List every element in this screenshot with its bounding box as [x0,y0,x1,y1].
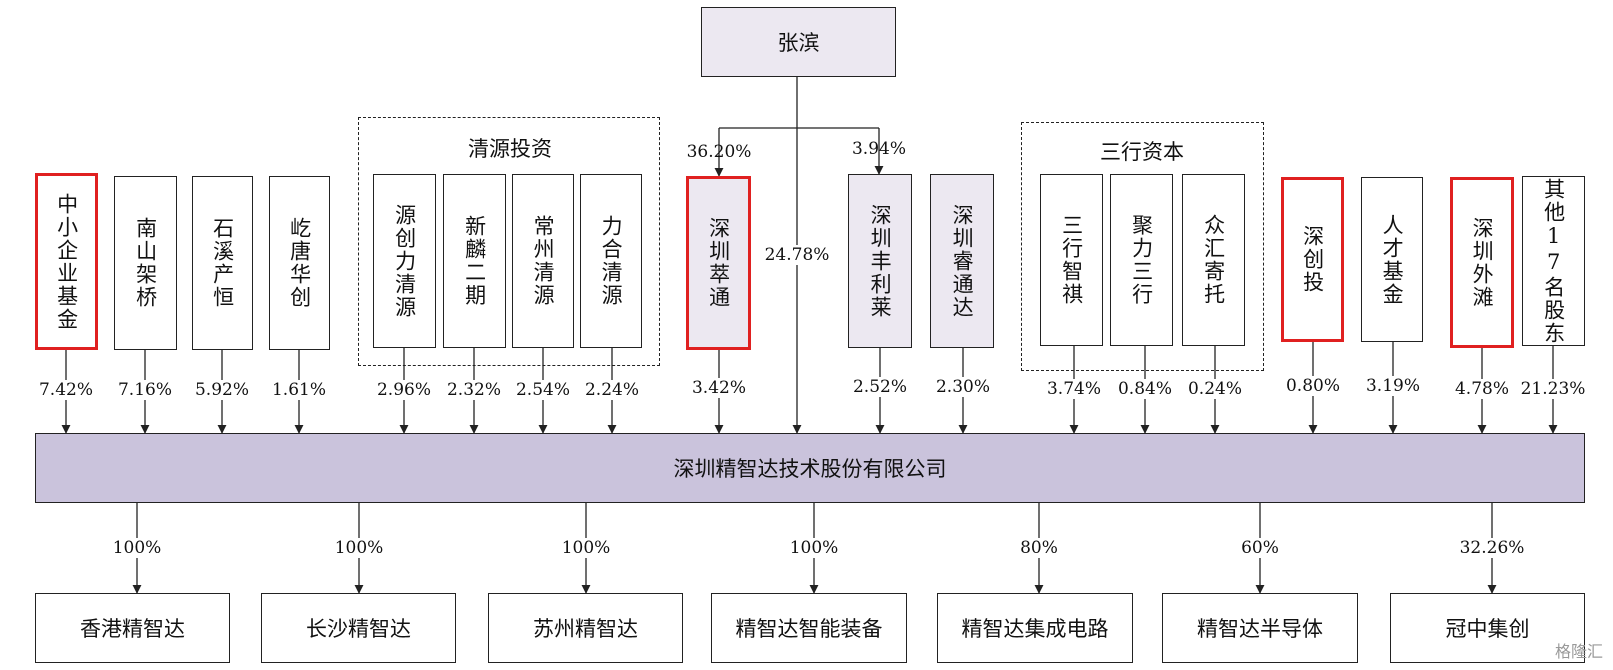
shareholder-name: 其他17名股东 [1541,177,1566,345]
shareholder-box: 众汇寄托 [1182,174,1245,346]
shareholder-name: 石溪产恒 [210,217,235,309]
subsidiary-pct: 60% [1240,538,1280,558]
shareholder-name: 力合清源 [599,215,624,307]
main-company-label: 深圳精智达技术股份有限公司 [673,457,947,481]
subsidiary-name: 香港精智达 [80,617,185,641]
shareholder-pct: 0.24% [1186,379,1244,399]
shareholder-name: 源创力清源 [392,203,417,319]
zhangbin-direct-pct: 24.78% [763,245,831,265]
subsidiary-box: 精智达半导体 [1162,593,1358,663]
shareholder-box: 聚力三行 [1110,174,1173,346]
subsidiary-pct: 100% [333,538,385,558]
subsidiary-pct: 100% [560,538,612,558]
group-qingyuan-label: 清源投资 [462,133,558,163]
shareholder-pct: 4.78% [1453,379,1511,399]
shareholder-name: 深圳萃通 [706,217,731,309]
shareholder-pct: 2.24% [583,380,641,400]
shareholder-pct: 0.80% [1284,376,1342,396]
shareholder-name: 众汇寄托 [1201,214,1226,306]
group-sanhang-border [1021,122,1264,371]
shareholder-name: 深圳外滩 [1470,216,1495,309]
shareholder-pct: 3.42% [690,378,748,398]
shareholder-box: 深圳外滩 [1450,177,1514,348]
zhangbin-cuitong-pct: 36.20% [686,142,752,162]
shareholder-pct: 5.92% [193,380,251,400]
top-person-label: 张滨 [777,31,820,55]
shareholder-pct: 0.84% [1116,379,1174,399]
shareholder-pct: 3.74% [1045,379,1103,399]
subsidiary-box: 香港精智达 [35,593,230,663]
subsidiary-box: 冠中集创 [1390,593,1585,663]
shareholder-box: 源创力清源 [373,174,436,348]
shareholder-box: 深圳睿通达 [930,174,994,348]
watermark: 格隆汇 [1554,642,1603,661]
shareholder-box: 其他17名股东 [1522,176,1585,346]
shareholder-pct: 2.32% [445,380,503,400]
subsidiary-pct: 100% [788,538,840,558]
shareholder-box: 常州清源 [512,174,574,348]
subsidiary-name: 苏州精智达 [533,617,638,641]
group-qingyuan-border [358,117,660,366]
shareholder-name: 屹唐华创 [287,217,312,309]
subsidiary-box: 精智达集成电路 [937,593,1133,663]
subsidiary-pct: 32.26% [1458,538,1526,558]
shareholder-name: 深圳睿通达 [950,203,975,319]
subsidiary-pct: 100% [111,538,163,558]
subsidiary-name: 精智达集成电路 [961,617,1109,641]
top-person-box: 张滨 [701,7,896,77]
shareholder-pct: 2.30% [934,377,992,397]
shareholder-name: 中小企业基金 [54,192,79,331]
shareholder-name: 人才基金 [1380,213,1405,306]
shareholder-box: 屹唐华创 [269,176,330,350]
shareholder-pct: 21.23% [1519,379,1587,399]
shareholder-box: 深圳丰利莱 [848,174,912,348]
main-company-box: 深圳精智达技术股份有限公司 [35,433,1585,503]
shareholder-name: 三行智祺 [1059,214,1084,306]
shareholder-box: 石溪产恒 [192,176,253,350]
subsidiary-box: 长沙精智达 [261,593,456,663]
shareholder-box: 深圳萃通 [686,176,751,350]
shareholder-name: 聚力三行 [1129,214,1154,306]
zhangbin-fenglilai-pct: 3.94% [851,139,907,159]
subsidiary-box: 苏州精智达 [488,593,683,663]
subsidiary-pct: 80% [1019,538,1059,558]
shareholder-box: 中小企业基金 [35,173,98,350]
shareholder-pct: 7.16% [116,380,174,400]
shareholder-name: 新麟二期 [462,215,487,307]
subsidiary-name: 长沙精智达 [306,617,411,641]
shareholder-box: 三行智祺 [1040,174,1103,346]
shareholder-pct: 7.42% [37,380,95,400]
shareholder-name: 南山架桥 [133,217,158,309]
shareholder-box: 南山架桥 [114,176,177,350]
shareholder-pct: 1.61% [270,380,328,400]
shareholder-box: 深创投 [1281,177,1344,342]
shareholder-box: 新麟二期 [443,174,506,348]
group-sanhang-label: 三行资本 [1094,136,1190,166]
subsidiary-name: 冠中集创 [1445,617,1530,641]
subsidiary-name: 精智达智能装备 [735,617,883,641]
shareholder-box: 人才基金 [1361,177,1423,342]
shareholder-pct: 2.52% [851,377,909,397]
shareholder-name: 深创投 [1300,225,1325,294]
subsidiary-box: 精智达智能装备 [711,593,907,663]
shareholder-pct: 2.96% [375,380,433,400]
shareholder-pct: 3.19% [1364,376,1422,396]
shareholder-name: 深圳丰利莱 [868,203,893,319]
subsidiary-name: 精智达半导体 [1197,617,1323,641]
shareholder-pct: 2.54% [514,380,572,400]
shareholder-name: 常州清源 [531,215,556,307]
shareholder-box: 力合清源 [580,174,642,348]
